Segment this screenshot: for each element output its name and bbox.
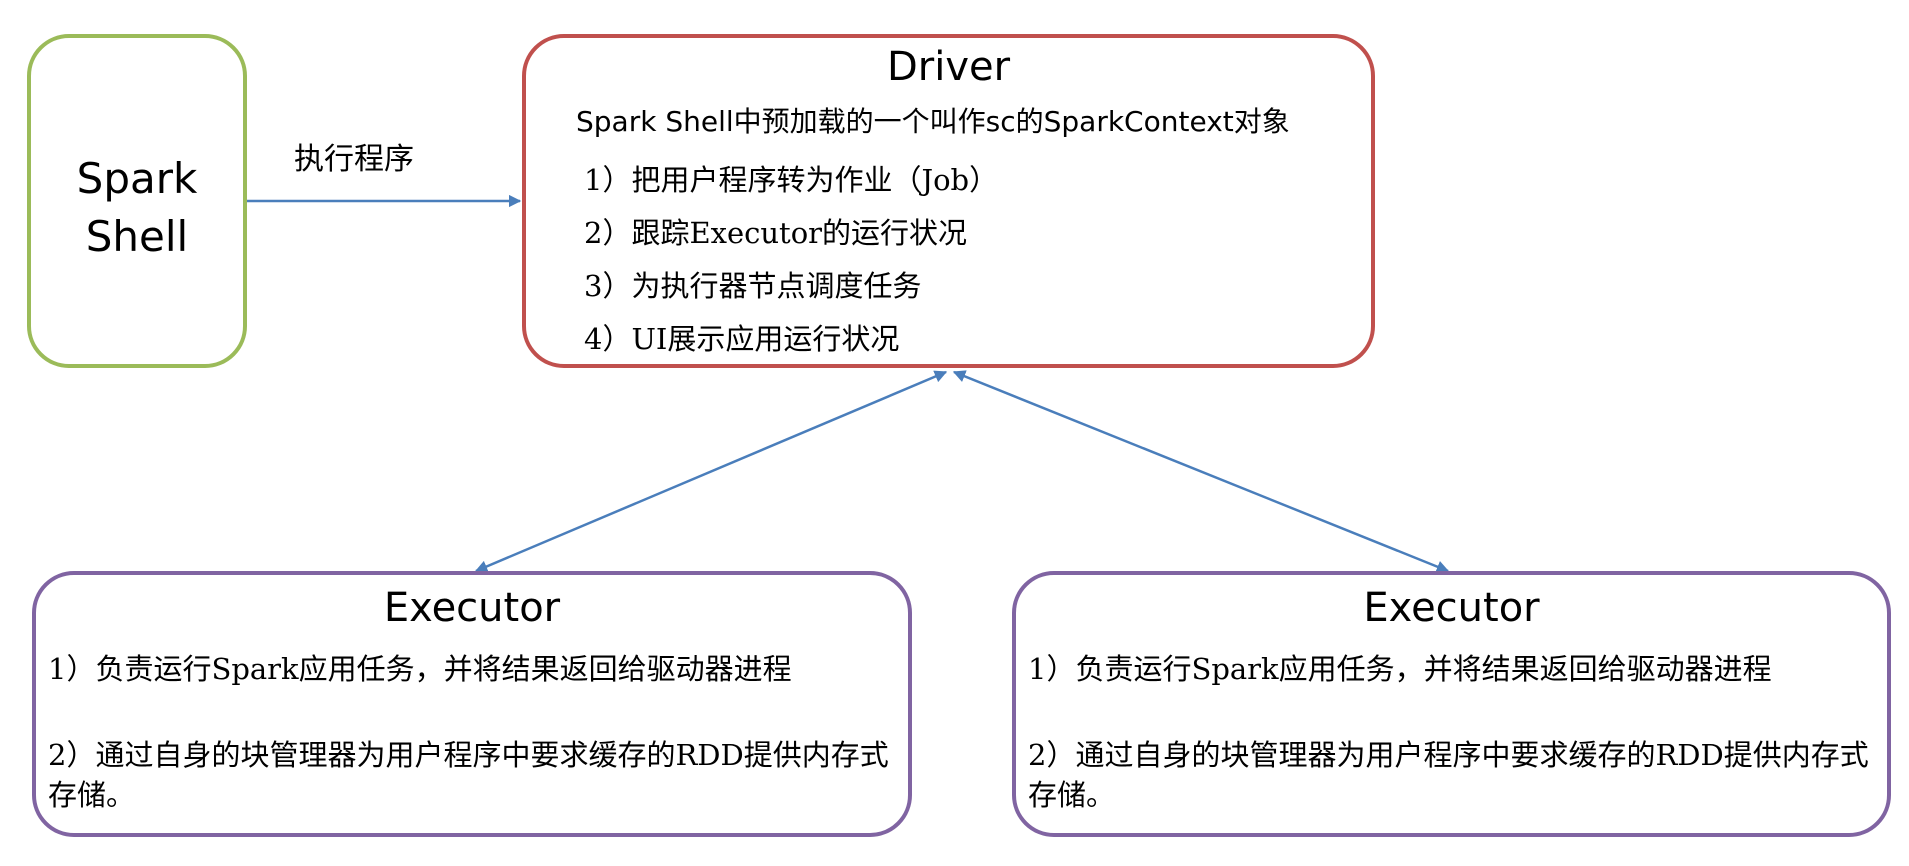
executor-item-storage: 2）通过自身的块管理器为用户程序中要求缓存的RDD提供内存式存储。 — [48, 738, 889, 812]
driver-box: Driver Spark Shell中预加载的一个叫作sc的SparkConte… — [522, 34, 1375, 368]
driver-item: 2）跟踪Executor的运行状况 — [584, 216, 968, 250]
spark-shell-label-line1: Spark — [76, 154, 198, 203]
driver-item: 1）把用户程序转为作业（Job） — [584, 163, 999, 197]
spark-shell-label-line2: Shell — [85, 212, 189, 261]
driver-responsibilities: 1）把用户程序转为作业（Job） 2）跟踪Executor的运行状况 3）为执行… — [584, 154, 998, 366]
driver-subtitle: Spark Shell中预加载的一个叫作sc的SparkContext对象 — [576, 105, 1290, 138]
executor-box-right: Executor 1）负责运行Spark应用任务，并将结果返回给驱动器进程 2）… — [1012, 571, 1891, 837]
driver-item: 4）UI展示应用运行状况 — [584, 322, 900, 356]
driver-title: Driver — [886, 44, 1011, 90]
spark-shell-label: Spark Shell — [31, 150, 243, 266]
executor-box-left: Executor 1）负责运行Spark应用任务，并将结果返回给驱动器进程 2）… — [32, 571, 912, 837]
arrow-driver-executor-left — [474, 370, 948, 573]
executor-item-storage: 2）通过自身的块管理器为用户程序中要求缓存的RDD提供内存式存储。 — [1028, 738, 1869, 812]
spark-shell-box: Spark Shell — [27, 34, 247, 368]
executor-item-run-tasks: 1）负责运行Spark应用任务，并将结果返回给驱动器进程 — [1028, 652, 1772, 686]
executor-title: Executor — [1363, 585, 1540, 631]
edge-label-execute-program: 执行程序 — [294, 142, 414, 177]
arrow-driver-executor-right — [952, 370, 1450, 573]
executor-item-run-tasks: 1）负责运行Spark应用任务，并将结果返回给驱动器进程 — [48, 652, 792, 686]
driver-item: 3）为执行器节点调度任务 — [584, 269, 922, 303]
executor-title: Executor — [383, 585, 561, 631]
